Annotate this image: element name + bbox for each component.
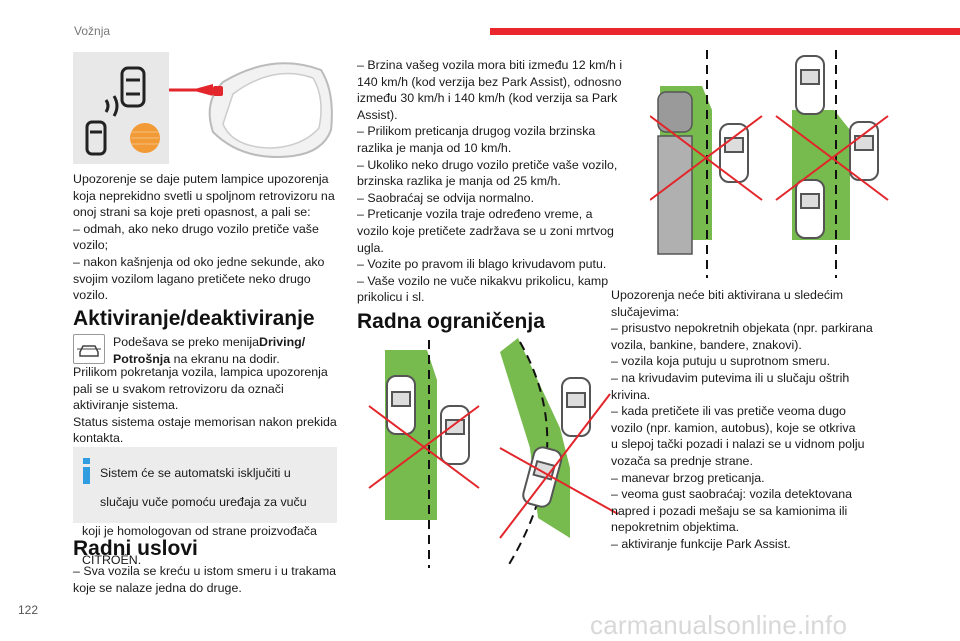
conditions-text: – Sva vozila se kreću u istom smeru i u … xyxy=(73,564,337,595)
car-icon xyxy=(561,377,591,437)
car-icon xyxy=(849,121,879,181)
car-icon xyxy=(386,375,416,435)
activation-heading: Aktiviranje/deaktiviranje xyxy=(73,307,315,330)
cross-mark xyxy=(368,405,480,489)
info-icon xyxy=(83,458,90,484)
speed-conditions-text: – Brzina vašeg vozila mora biti između 1… xyxy=(357,58,623,305)
car-icon xyxy=(795,179,825,239)
watermark: carmanualsonline.info xyxy=(590,610,848,640)
cross-mark xyxy=(499,393,619,539)
curve-limitation-illustration xyxy=(499,338,619,567)
truck-limitation-illustration xyxy=(650,50,889,278)
header-accent-bar xyxy=(490,28,960,35)
section-title: Vožnja xyxy=(74,24,111,38)
cross-mark xyxy=(775,115,889,201)
car-icon xyxy=(120,66,146,108)
limitations-text: Upozorenja neće biti aktivirana u sledeć… xyxy=(611,288,873,551)
limits-heading: Radna ograničenja xyxy=(357,310,545,333)
car-icon xyxy=(719,123,749,183)
car-icon xyxy=(795,55,825,115)
car-icon xyxy=(440,405,470,465)
truck-icon xyxy=(657,91,693,255)
mirror-warning-lamp xyxy=(213,86,223,96)
config-text: Podešava se preko menijaDriving/ Potrošn… xyxy=(113,335,306,366)
lane-limitation-illustration-1 xyxy=(368,340,480,568)
activation-text: Prilikom pokretanja vozila, lampica upoz… xyxy=(73,365,337,446)
conditions-heading: Radni uslovi xyxy=(73,537,198,560)
page-number: 122 xyxy=(18,603,39,617)
mirror-warning-illustration xyxy=(73,52,333,164)
info-note: Sistem će se automatski isključiti u slu… xyxy=(73,447,337,567)
signal-waves xyxy=(104,95,119,117)
car-settings-icon xyxy=(73,334,105,364)
cross-mark xyxy=(650,115,763,201)
intro-text: Upozorenje se daje putem lampice upozore… xyxy=(73,172,335,303)
car-icon xyxy=(85,120,107,156)
